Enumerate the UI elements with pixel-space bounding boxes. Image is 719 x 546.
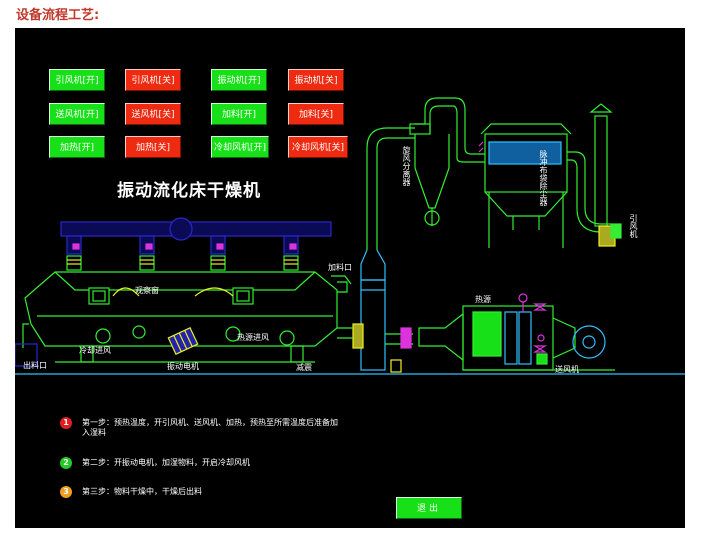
vibration-on-button[interactable]: 振动机[开] [211, 69, 267, 91]
blower-label: 送风机 [555, 365, 579, 374]
heat-off-button[interactable]: 加热[关] [125, 136, 181, 158]
process-panel: 引风机[开] 引风机[关] 振动机[开] 振动机[关] 送风机[开] 送风机[关… [15, 28, 685, 528]
cooling-fan-on-button[interactable]: 冷却风机[开] [211, 136, 269, 158]
step-2-text: 第二步：开振动电机，加湿物料，开启冷却风机 [82, 458, 250, 467]
heat-inlet-label: 热源进风 [237, 333, 269, 342]
step-3-number: 3 [60, 486, 72, 498]
blower-off-button[interactable]: 送风机[关] [125, 103, 181, 125]
vibration-motor-label: 振动电机 [167, 362, 199, 371]
feed-port-label: 加料口 [328, 263, 352, 272]
cyclone-label: 旋风分离器 [402, 146, 411, 186]
blower-on-button[interactable]: 送风机[开] [49, 103, 105, 125]
bag-filter-label: 脉冲布袋除尘器 [539, 150, 548, 206]
heat-on-button[interactable]: 加热[开] [49, 136, 105, 158]
damper-label: 减震 [296, 363, 312, 372]
cooling-fan-off-button[interactable]: 冷却风机[关] [288, 136, 348, 158]
induced-fan-off-button[interactable]: 引风机[关] [125, 69, 181, 91]
step-1-number: 1 [60, 417, 72, 429]
sight-window-label: 观察窗 [135, 286, 159, 295]
induced-fan-label: 引风机 [629, 214, 638, 238]
step-2-number: 2 [60, 457, 72, 469]
heat-source-label: 热源 [475, 295, 491, 304]
step-1-text: 第一步：预热温度，开引风机、送风机、加热，预热至所需温度后准备加入湿料 [82, 418, 338, 437]
feed-on-button[interactable]: 加料[开] [211, 103, 267, 125]
page-title: 设备流程工艺: [16, 8, 100, 23]
machine-title: 振动流化床干燥机 [117, 181, 261, 201]
vibration-off-button[interactable]: 振动机[关] [288, 69, 344, 91]
exit-button[interactable]: 退出 [396, 497, 462, 519]
equipment-diagram [15, 97, 685, 375]
feed-off-button[interactable]: 加料[关] [288, 103, 344, 125]
cooling-inlet-label: 冷却进风 [79, 346, 111, 355]
discharge-label: 出料口 [23, 361, 47, 370]
step-3-text: 第三步：物料干燥中，干燥后出料 [82, 487, 202, 496]
induced-fan-on-button[interactable]: 引风机[开] [49, 69, 105, 91]
